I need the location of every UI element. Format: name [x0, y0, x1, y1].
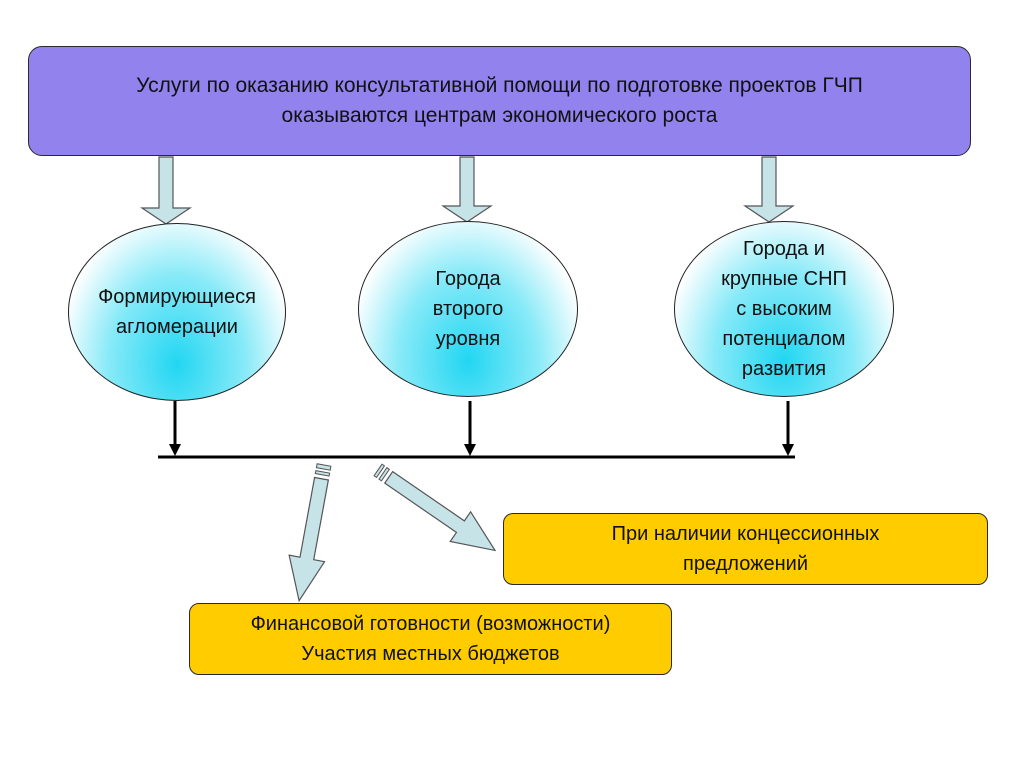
- concession-line-2: предложений: [683, 553, 808, 575]
- finance-line-2: Участия местных бюджетов: [301, 643, 560, 665]
- target-2-line-2: второго: [432, 298, 504, 320]
- block-arrow-down-1: [140, 156, 192, 225]
- condition-finance-box: Финансовой готовности (возможности) Учас…: [189, 603, 672, 675]
- target-3-line-5: развития: [741, 358, 827, 380]
- block-arrow-down-3: [743, 156, 795, 223]
- connector-arrow-2: [464, 401, 476, 456]
- connector-arrow-1: [169, 401, 181, 456]
- concession-line-1: При наличии концессионных: [611, 523, 880, 545]
- target-3-line-1: Города и: [743, 238, 825, 260]
- target-second-level-cities: Города второго уровня: [358, 221, 578, 397]
- block-arrow-to-concession: [373, 463, 497, 552]
- target-high-potential-cities: Города и крупные СНП с высоким потенциал…: [674, 221, 894, 397]
- block-arrow-to-finance: [288, 463, 332, 603]
- connector-arrow-3: [782, 401, 794, 456]
- target-forming-agglomerations: Формирующиеся агломерации: [68, 223, 286, 401]
- header-line-2: оказываются центрам экономического роста: [281, 104, 718, 127]
- finance-line-1: Финансовой готовности (возможности): [250, 613, 611, 635]
- target-2-line-3: уровня: [435, 328, 501, 350]
- ppp-services-header: Услуги по оказанию консультативной помощ…: [28, 46, 971, 156]
- header-line-1: Услуги по оказанию консультативной помощ…: [136, 74, 863, 97]
- block-arrow-down-2: [441, 156, 493, 223]
- target-2-line-1: Города: [435, 268, 501, 290]
- target-3-line-2: крупные СНП: [721, 268, 847, 290]
- target-1-line-2: агломерации: [116, 316, 238, 338]
- target-3-line-4: потенциалом: [722, 328, 846, 350]
- target-3-line-3: с высоким: [736, 298, 832, 320]
- condition-concession-box: При наличии концессионных предложений: [503, 513, 988, 585]
- target-1-line-1: Формирующиеся: [98, 286, 256, 308]
